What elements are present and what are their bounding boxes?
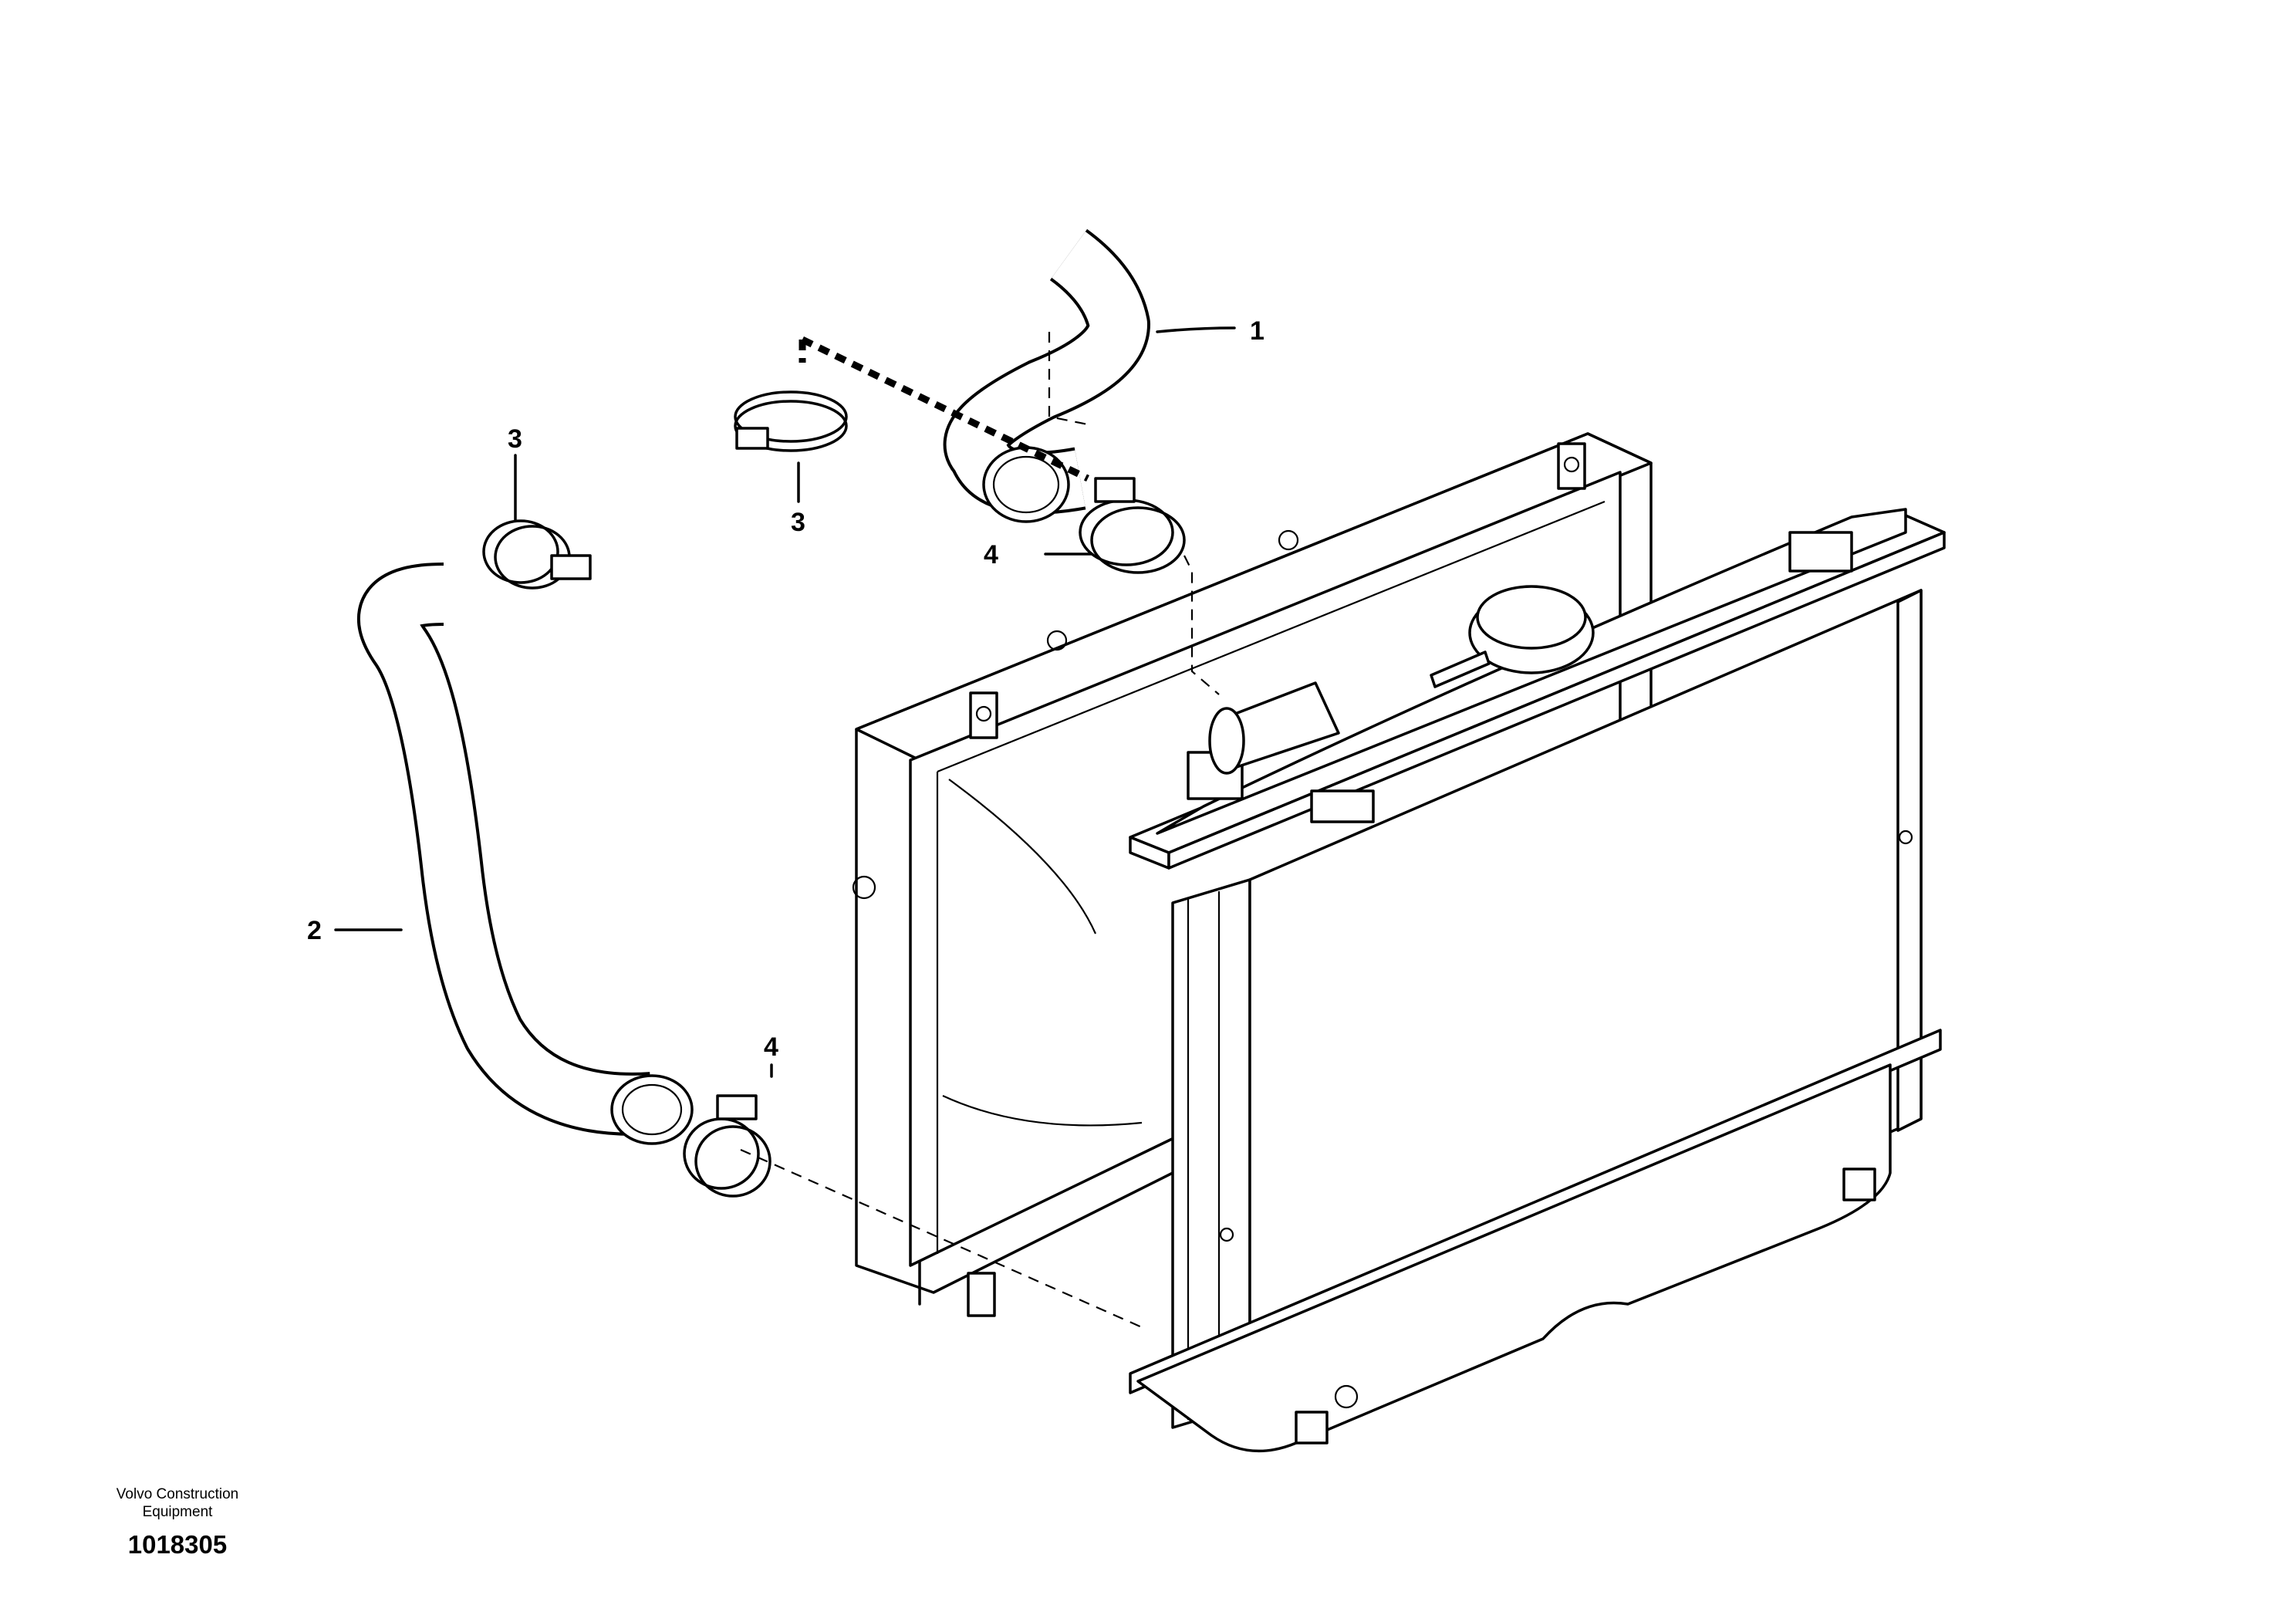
connection-lines	[740, 336, 1220, 1329]
lower-radiator-hose	[357, 563, 694, 1145]
upper-radiator-hose	[943, 228, 1150, 523]
hose-clamp-4-top	[1079, 477, 1186, 574]
callout-4b: 4	[764, 1032, 778, 1062]
hose-clamp-4-bottom	[683, 1094, 772, 1198]
callout-4a: 4	[984, 540, 998, 569]
hose-clamp-3-top	[734, 390, 848, 452]
callout-1: 1	[1250, 316, 1264, 346]
brand-line-1: Volvo Construction	[116, 1486, 239, 1502]
callout-3a: 3	[791, 508, 805, 537]
drawing-footer: Volvo Construction Equipment 1018305	[85, 1485, 270, 1559]
callout-2: 2	[307, 916, 322, 945]
callouts: 1 2 3 3 4 4	[307, 316, 1264, 1062]
drawing-number: 1018305	[127, 1530, 228, 1559]
hose-clamp-3-left	[482, 519, 592, 590]
callout-leaders	[334, 326, 1236, 1078]
brand-line-2: Equipment	[142, 1504, 213, 1520]
callout-3b: 3	[508, 424, 522, 454]
radiator	[1129, 508, 1946, 1453]
